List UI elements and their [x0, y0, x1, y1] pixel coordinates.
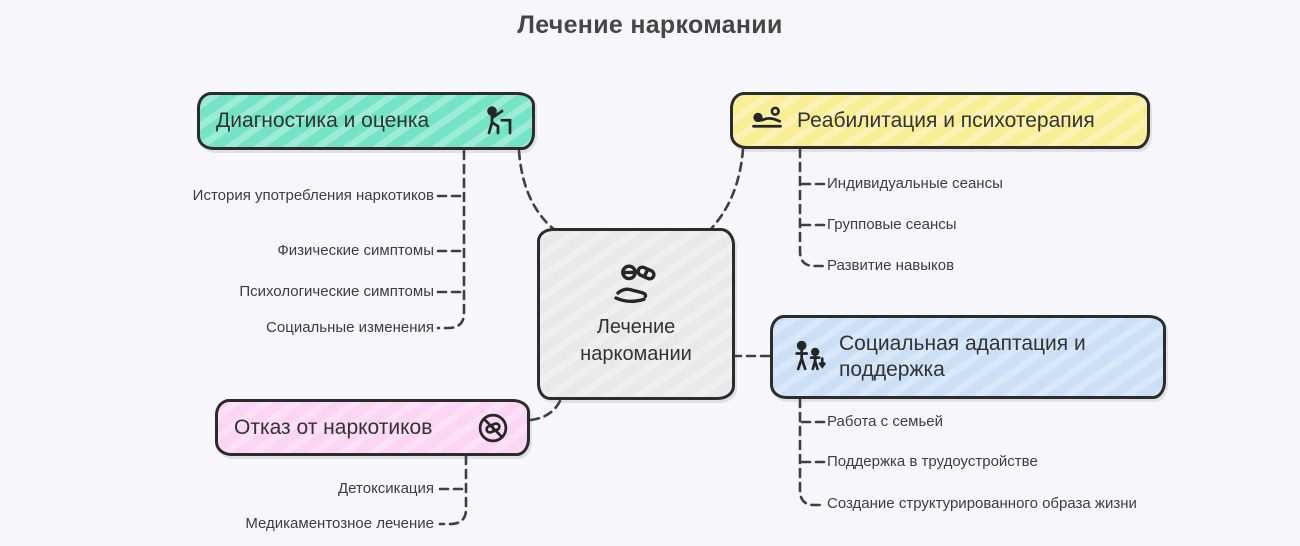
branch-label-refusal: Отказ от наркотиков: [234, 415, 433, 439]
therapy-person-icon: [749, 103, 785, 139]
diagram-title: Лечение наркомании: [517, 11, 783, 39]
branch-node-social: Социальная адаптация и поддержка: [770, 315, 1166, 399]
no-drugs-icon: [475, 410, 511, 446]
person-desk-icon: [480, 103, 516, 139]
leaf-drug-use-history: История употребления наркотиков: [192, 187, 434, 204]
hand-pills-icon: [609, 260, 663, 306]
leaf-group-sessions: Групповые сеансы: [827, 216, 957, 233]
leaf-physical-symptoms: Физические симптомы: [277, 242, 434, 259]
branch-node-refusal: Отказ от наркотиков: [215, 399, 530, 456]
branch-label-diagnostics: Диагностика и оценка: [216, 109, 430, 132]
leaf-psychological-symptoms: Психологические симптомы: [239, 283, 434, 300]
center-node-label: Лечение наркомании: [580, 316, 692, 365]
leaf-individual-sessions: Индивидуальные сеансы: [827, 175, 1003, 192]
branch-node-rehabilitation: Реабилитация и психотерапия: [730, 92, 1150, 149]
leaf-drug-treatment: Медикаментозное лечение: [245, 515, 434, 532]
branch-node-diagnostics: Диагностика и оценка: [197, 92, 535, 150]
family-support-icon: [789, 338, 827, 376]
leaf-family-work: Работа с семьей: [827, 413, 944, 430]
leaf-structured-lifestyle: Создание структурированного образа жизни: [827, 495, 1137, 512]
leaf-social-changes: Социальные изменения: [266, 319, 434, 336]
center-node: Лечение наркомании: [537, 228, 735, 400]
leaf-skills-development: Развитие навыков: [827, 257, 955, 274]
branch-label-social: Социальная адаптация и поддержка: [839, 331, 1086, 381]
leaf-employment-support: Поддержка в трудоустройстве: [827, 453, 1038, 470]
leaf-detoxification: Детоксикация: [338, 480, 434, 497]
branch-label-rehabilitation: Реабилитация и психотерапия: [797, 108, 1095, 132]
